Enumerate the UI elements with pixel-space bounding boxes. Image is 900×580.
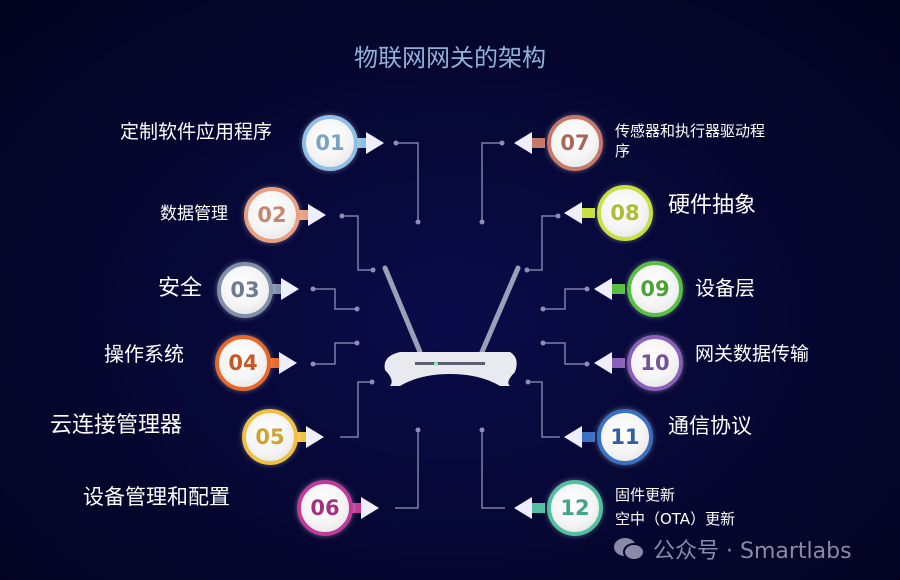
diagram-title: 物联网网关的架构: [354, 44, 546, 72]
label-07: 传感器和执行器驱动程序: [615, 122, 766, 161]
label-05: 云连接管理器: [49, 413, 182, 438]
arrow-icon: [366, 132, 384, 154]
node-08: 08: [597, 185, 653, 241]
label-04: 操作系统: [104, 342, 184, 366]
node-11: 11: [597, 409, 653, 465]
node-09: 09: [627, 261, 683, 317]
arrow-icon: [564, 426, 582, 448]
arrow-icon: [594, 278, 612, 300]
arrow-icon: [514, 497, 532, 519]
label-06: 设备管理和配置: [83, 485, 230, 509]
arrow-icon: [279, 352, 297, 374]
label-10: 网关数据传输: [695, 343, 810, 365]
node-01: 01: [302, 115, 358, 171]
node-05: 05: [242, 409, 298, 465]
arrow-icon: [594, 352, 612, 374]
arrow-icon: [306, 426, 324, 448]
node-10: 10: [627, 335, 683, 391]
arrow-icon: [308, 204, 326, 226]
wechat-icon: [614, 538, 645, 561]
label-03: 安全: [157, 276, 202, 301]
label-11: 通信协议: [668, 414, 752, 438]
watermark: 公众号 · Smartlabs: [613, 533, 852, 565]
router-icon: [382, 265, 521, 386]
label-12: 固件更新空中（OTA）更新: [615, 486, 736, 528]
node-04: 04: [215, 335, 271, 391]
node-06: 06: [297, 480, 353, 536]
node-07: 07: [547, 115, 603, 171]
node-03: 03: [217, 262, 273, 318]
arrow-icon: [514, 132, 532, 154]
label-02: 数据管理: [160, 204, 228, 224]
arrow-icon: [361, 497, 379, 519]
node-02: 02: [244, 187, 300, 243]
label-09: 设备层: [695, 276, 755, 300]
node-12: 12: [547, 480, 603, 536]
arrow-icon: [564, 202, 582, 224]
arrow-icon: [281, 278, 299, 300]
label-08: 硬件抽象: [668, 193, 757, 218]
label-01: 定制软件应用程序: [119, 121, 272, 143]
